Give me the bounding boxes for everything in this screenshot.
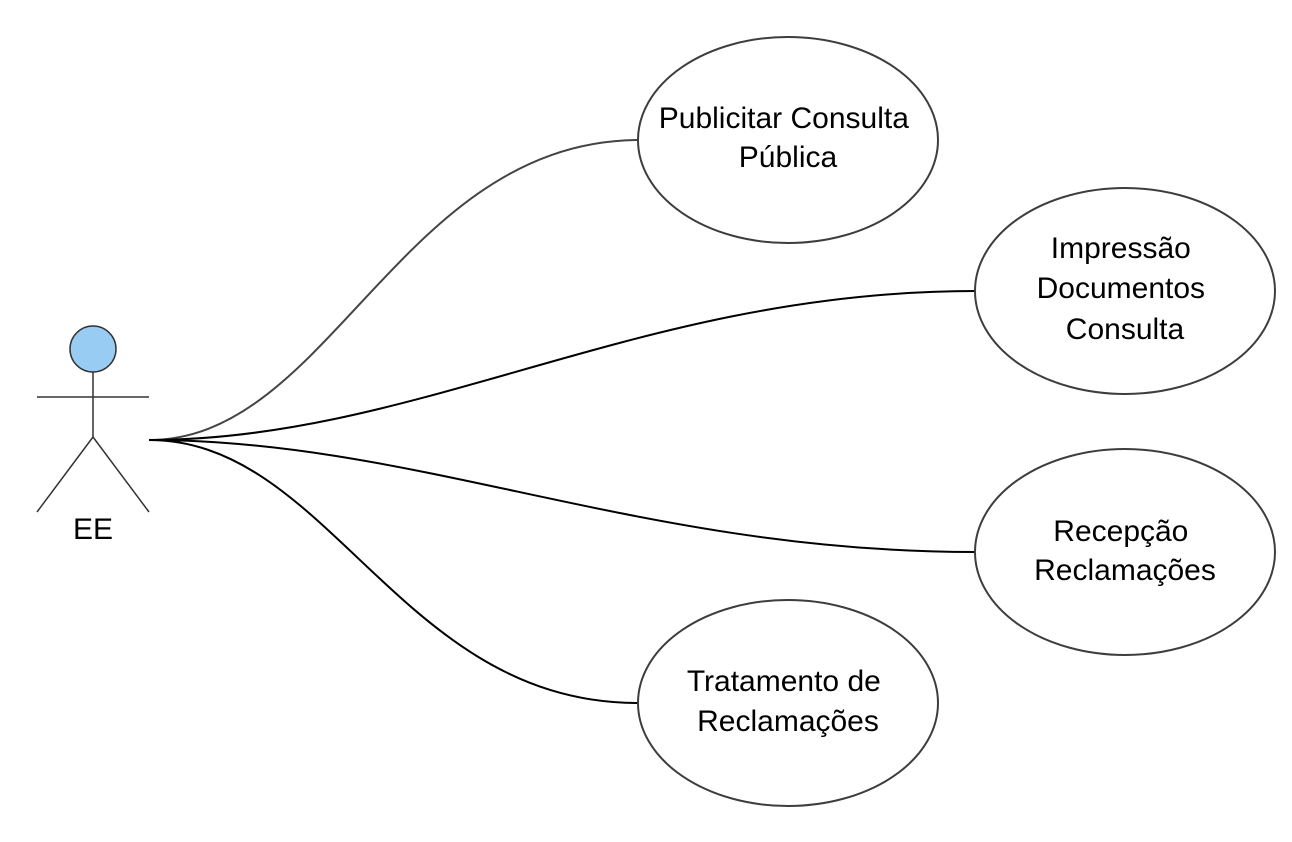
usecase-impressao-label: Impressão Documentos Consulta bbox=[1037, 232, 1214, 346]
usecase-publicitar-label: Publicitar Consulta Pública bbox=[659, 102, 917, 174]
usecase-publicitar-line: Pública bbox=[739, 141, 838, 174]
actor-label: EE bbox=[73, 513, 113, 546]
usecase-publicitar-line: Publicitar Consulta bbox=[659, 102, 909, 135]
usecase-recepcao-ellipse bbox=[974, 448, 1276, 656]
usecase-impressao-line: Impressão bbox=[1051, 232, 1191, 265]
actor-head bbox=[69, 325, 117, 373]
association-publicitar[interactable] bbox=[148, 139, 639, 441]
usecase-recepcao-line: Recepção bbox=[1053, 515, 1188, 548]
usecase-tratamento-line: Reclamações bbox=[697, 705, 879, 738]
usecase-tratamento-label: Tratamento de Reclamações bbox=[687, 665, 889, 738]
usecase-recepcao[interactable]: Recepção Reclamações bbox=[974, 448, 1276, 656]
association-impressao[interactable] bbox=[148, 290, 976, 441]
usecase-tratamento-line: Tratamento de bbox=[687, 665, 881, 698]
actor-ee[interactable]: EE bbox=[36, 325, 150, 546]
actor-right-leg bbox=[92, 436, 150, 513]
usecase-impressao[interactable]: Impressão Documentos Consulta bbox=[974, 187, 1276, 395]
association-tratamento[interactable] bbox=[148, 439, 639, 704]
usecase-impressao-line: Documentos bbox=[1037, 272, 1205, 305]
usecase-tratamento-ellipse bbox=[637, 599, 939, 807]
usecase-tratamento[interactable]: Tratamento de Reclamações bbox=[637, 599, 939, 807]
usecase-recepcao-label: Recepção Reclamações bbox=[1034, 515, 1216, 587]
usecase-impressao-line: Consulta bbox=[1066, 313, 1185, 346]
usecase-publicitar-ellipse bbox=[637, 36, 939, 244]
actor-left-leg bbox=[36, 436, 94, 513]
association-recepcao[interactable] bbox=[148, 439, 976, 553]
usecase-recepcao-line: Reclamações bbox=[1034, 554, 1216, 587]
associations bbox=[148, 139, 976, 704]
usecase-impressao-ellipse bbox=[974, 187, 1276, 395]
usecase-publicitar[interactable]: Publicitar Consulta Pública bbox=[637, 36, 939, 244]
